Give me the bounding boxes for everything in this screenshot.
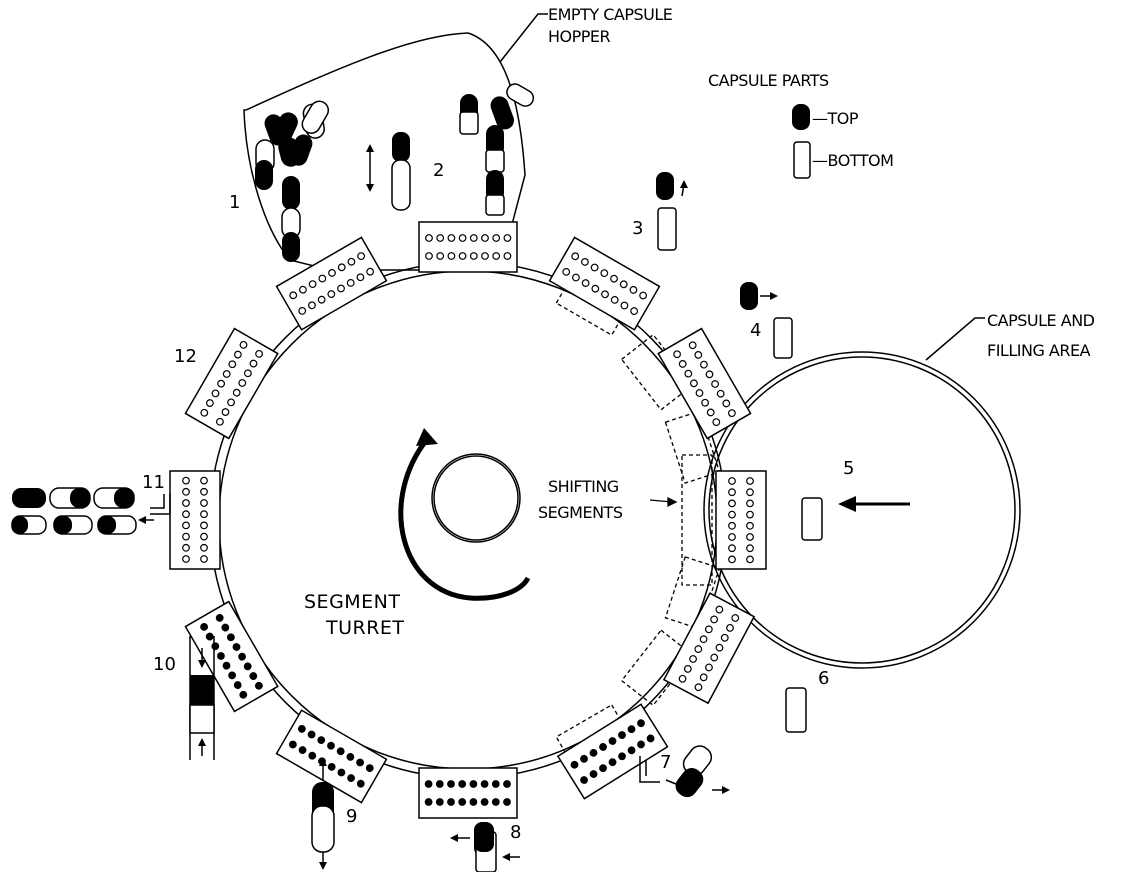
segment-turret-label-line1: SEGMENT (304, 591, 401, 613)
segment-turret (209, 261, 727, 779)
filling-area-label-line2: FILLING AREA (987, 341, 1091, 360)
capsule-parts-title: CAPSULE PARTS (708, 71, 829, 90)
station-number-1: 1 (229, 192, 240, 213)
station-6-capsule (785, 687, 807, 733)
station-7-capsule (639, 745, 730, 798)
capsule-parts-legend (792, 104, 811, 179)
station-2-capsule (366, 132, 411, 211)
station-3-capsule (656, 172, 688, 251)
station-10-capsule (189, 636, 215, 760)
shifting-segments-label-line2: SEGMENTS (538, 503, 623, 522)
legend-top-capsule-icon (792, 104, 810, 130)
labels: EMPTY CAPSULE HOPPER CAPSULE PARTS —TOP … (142, 5, 1095, 843)
legend-bottom-label: —BOTTOM (812, 151, 893, 170)
station-number-8: 8 (510, 822, 521, 843)
turret-segment (184, 327, 279, 440)
filling-area-label-line1: CAPSULE AND (987, 311, 1095, 330)
turret-segments (169, 221, 767, 819)
station-number-2: 2 (433, 160, 444, 181)
turret-segment (548, 236, 661, 331)
turret-segment (662, 592, 756, 705)
turret-segment (418, 767, 518, 819)
station-number-4: 4 (750, 320, 761, 341)
station-number-11: 11 (142, 472, 165, 493)
shifting-pointer (649, 496, 678, 508)
station-number-10: 10 (153, 654, 176, 675)
turret-segment (657, 327, 752, 440)
hopper-label-line2: HOPPER (548, 27, 611, 46)
station-number-5: 5 (843, 458, 854, 479)
turret-segment (275, 236, 388, 331)
station-number-7: 7 (660, 752, 671, 773)
station-number-6: 6 (818, 668, 829, 689)
station-4-capsule (740, 282, 793, 359)
turret-segment (169, 470, 221, 570)
station-11-capsules (11, 487, 171, 535)
empty-capsule-hopper (243, 13, 548, 271)
turret-segment (556, 703, 669, 800)
legend-top-label: —TOP (812, 109, 859, 128)
station-8-capsule (450, 822, 520, 872)
station-number-9: 9 (346, 806, 357, 827)
turret-segment (418, 221, 518, 273)
station-9-capsule (311, 758, 335, 870)
station-number-12: 12 (174, 346, 197, 367)
legend-bottom-capsule-icon (793, 141, 811, 179)
station-number-3: 3 (632, 218, 643, 239)
rotation-arrow (398, 428, 531, 601)
shifting-segments-label-line1: SHIFTING (548, 477, 619, 496)
station-5-capsule (801, 496, 910, 541)
segment-turret-label-line2: TURRET (325, 617, 405, 639)
hopper-capsules (255, 83, 535, 262)
turret-segment (275, 709, 388, 804)
turret-segment (184, 600, 279, 713)
turret-segment (715, 470, 767, 570)
hopper-label-line1: EMPTY CAPSULE (548, 5, 673, 24)
filling-area-circle (703, 317, 1021, 669)
